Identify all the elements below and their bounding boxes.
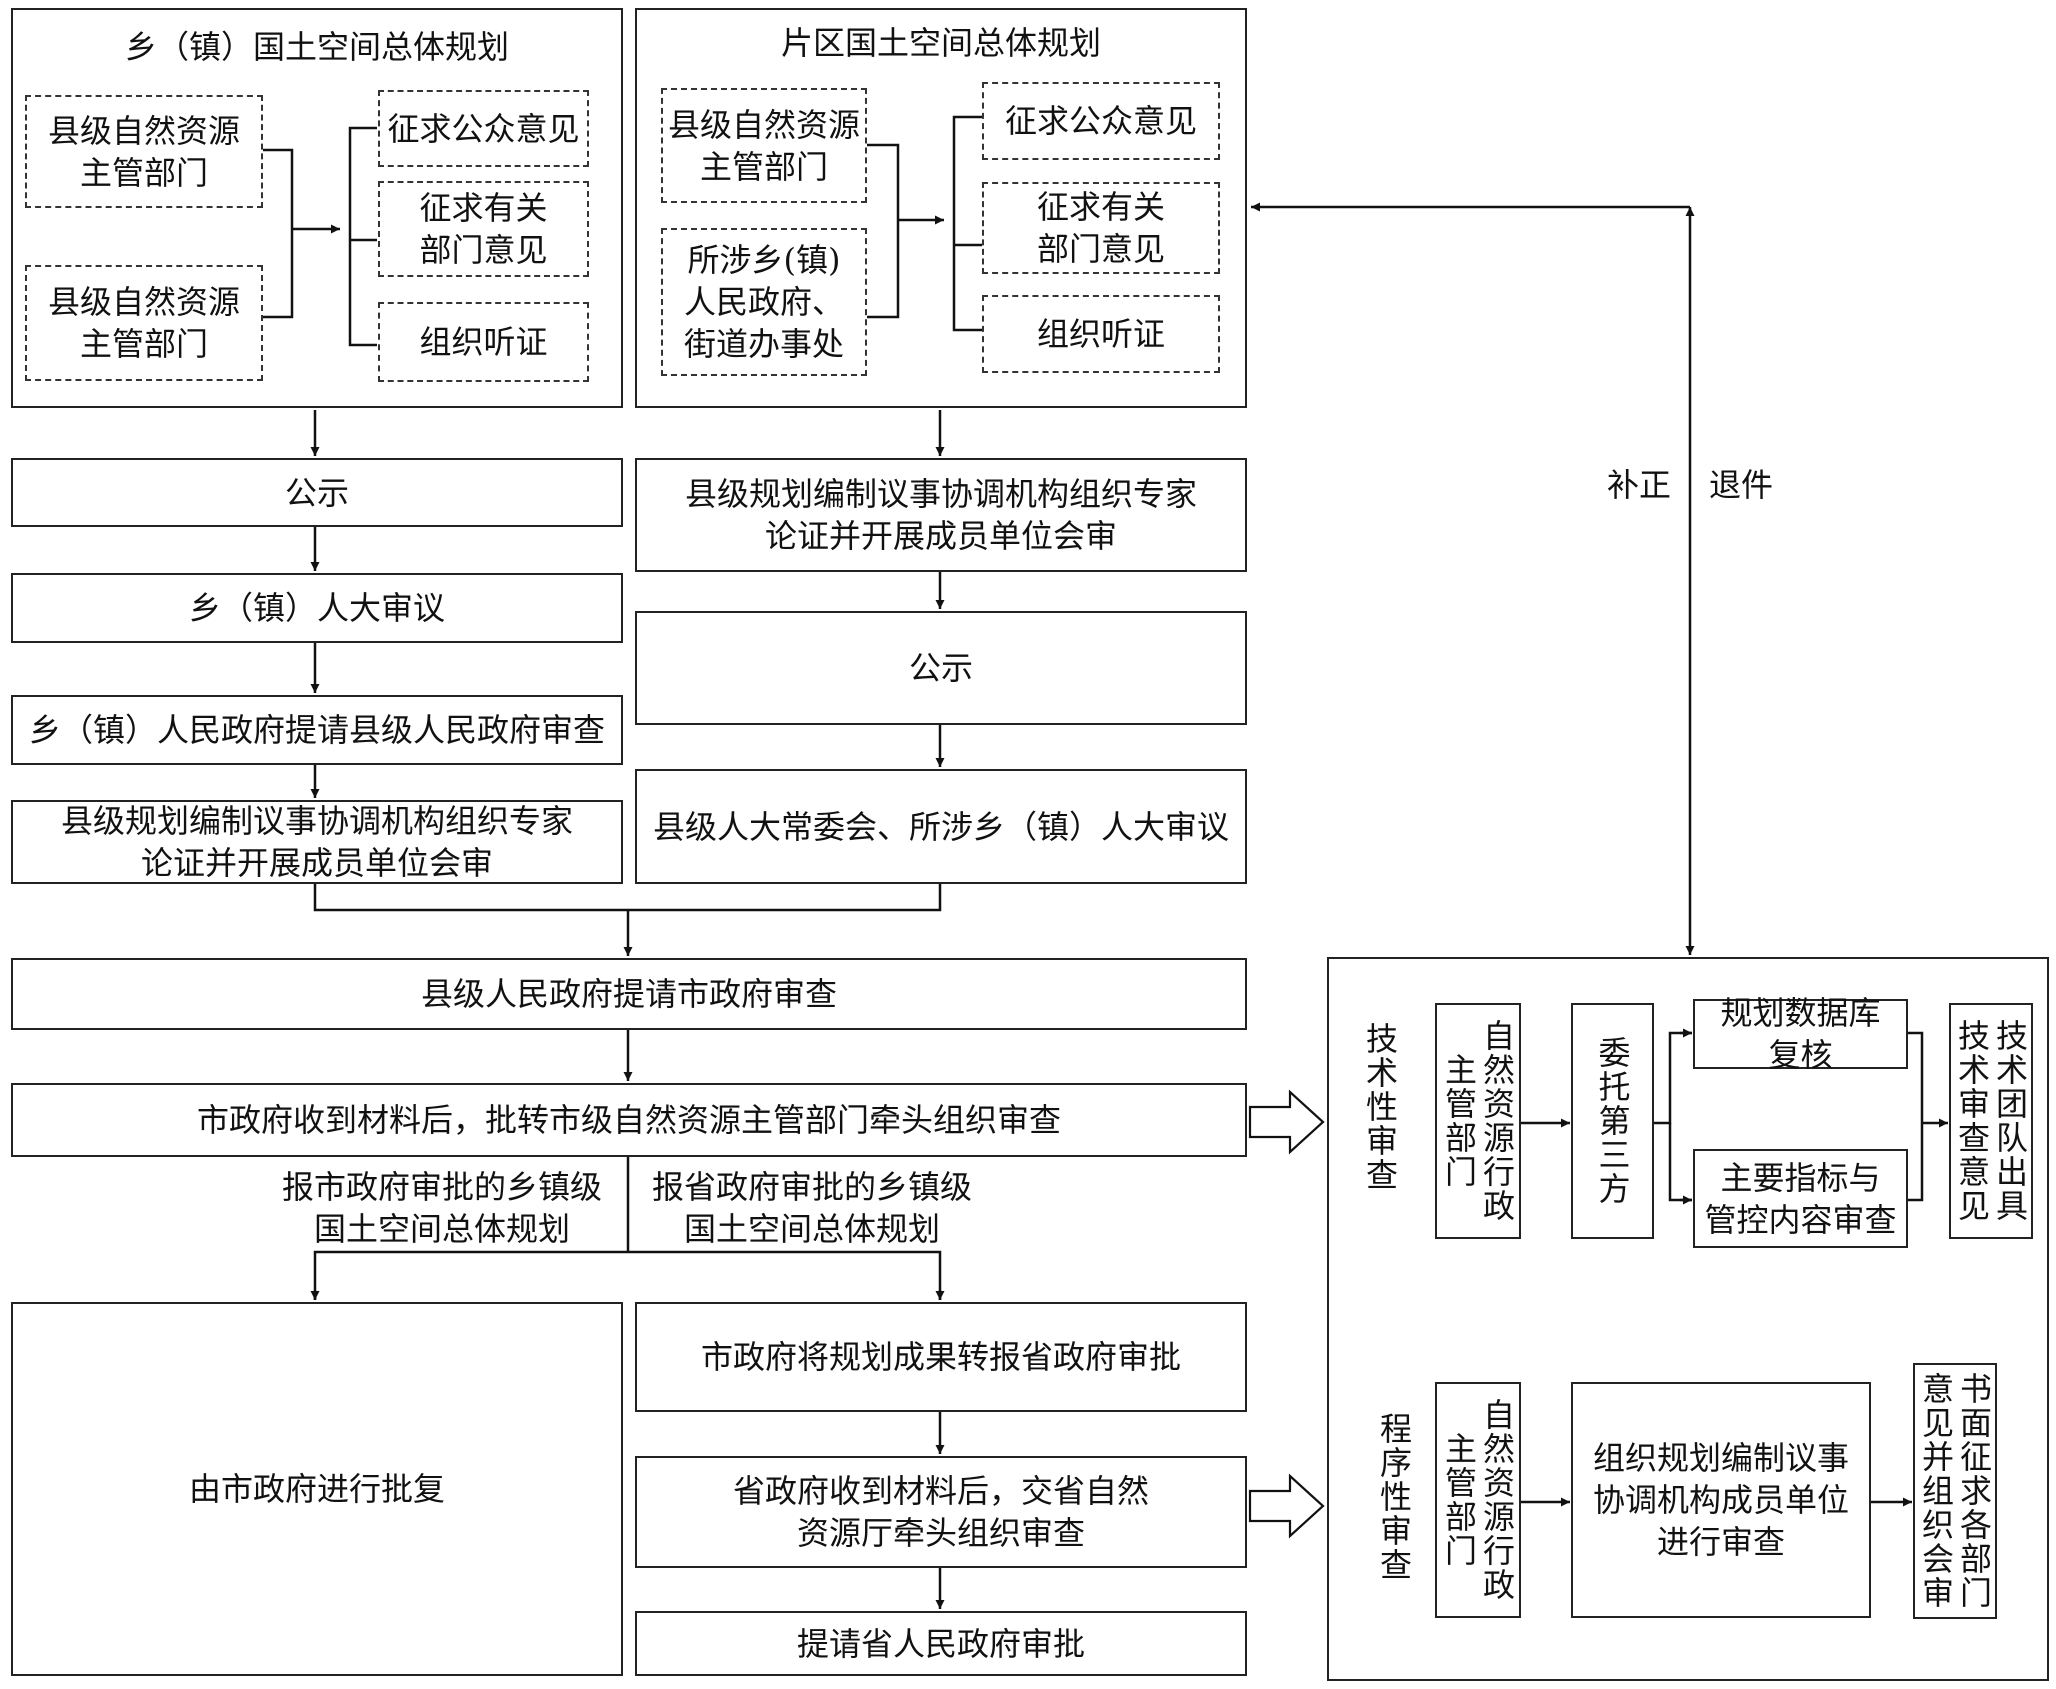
- hollow-arrow-proc: [1248, 1473, 1325, 1539]
- top-mid-group: [635, 8, 1247, 408]
- proc-review-label: 程序性审查: [1375, 1412, 1413, 1582]
- top-mid-opt-dept: 征求有关 部门意见: [982, 182, 1220, 274]
- province-step-review: 省政府收到材料后，交省自然 资源厅牵头组织审查: [635, 1456, 1247, 1568]
- top-left-opt-hearing: 组织听证: [378, 302, 589, 382]
- hollow-arrow-tech: [1248, 1089, 1325, 1155]
- tech-indicator-review: 主要指标与 管控内容审查: [1693, 1149, 1908, 1248]
- feedback-label-amend: 补正: [1606, 466, 1671, 504]
- top-left-group: [11, 8, 623, 408]
- top-mid-title: 片区国土空间总体规划: [780, 24, 1101, 62]
- top-mid-opt-public: 征求公众意见: [982, 82, 1220, 160]
- proc-dept: 自然资源行政主管部门: [1435, 1382, 1521, 1618]
- mid-step-congress: 县级人大常委会、所涉乡（镇）人大审议: [635, 769, 1247, 884]
- tech-result: 技术团队出具技术审查意见: [1949, 1003, 2033, 1239]
- left-step-congress: 乡（镇）人大审议: [11, 573, 623, 643]
- tech-review-label: 技术性审查: [1361, 1022, 1399, 1192]
- top-left-dept-a: 县级自然资源 主管部门: [25, 95, 263, 208]
- feedback-label-return: 退件: [1708, 466, 1773, 504]
- mid-step-publicity: 公示: [635, 611, 1247, 725]
- top-mid-dept-a: 县级自然资源 主管部门: [661, 88, 867, 203]
- top-left-opt-dept: 征求有关 部门意见: [378, 181, 589, 277]
- city-receive-materials: 市政府收到材料后，批转市级自然资源主管部门牵头组织审查: [11, 1083, 1247, 1157]
- branch-label-province: 报省政府审批的乡镇级 国土空间总体规划: [651, 1168, 972, 1248]
- proc-organize-review: 组织规划编制议事 协调机构成员单位 进行审查: [1571, 1382, 1871, 1618]
- top-left-opt-public: 征求公众意见: [378, 90, 589, 167]
- tech-dept: 自然资源行政主管部门: [1435, 1003, 1521, 1239]
- top-mid-dept-b: 所涉乡(镇) 人民政府、 街道办事处: [661, 228, 867, 376]
- top-mid-opt-hearing: 组织听证: [982, 295, 1220, 373]
- review-group: [1327, 957, 2049, 1681]
- top-left-title: 乡（镇）国土空间总体规划: [124, 28, 509, 66]
- tech-third-party: 委托第三方: [1571, 1003, 1654, 1239]
- top-left-dept-b: 县级自然资源 主管部门: [25, 265, 263, 381]
- branch-label-city: 报市政府审批的乡镇级 国土空间总体规划: [281, 1168, 602, 1248]
- county-submit-city: 县级人民政府提请市政府审查: [11, 958, 1247, 1030]
- tech-database-check: 规划数据库 复核: [1693, 994, 1908, 1074]
- province-step-forward: 市政府将规划成果转报省政府审批: [635, 1302, 1247, 1412]
- proc-result: 书面征求各部门意见并组织会审: [1913, 1363, 1997, 1619]
- city-approve: 由市政府进行批复: [11, 1302, 623, 1676]
- left-step-submit-county: 乡（镇）人民政府提请县级人民政府审查: [11, 695, 623, 765]
- left-step-expert-review: 县级规划编制议事协调机构组织专家 论证并开展成员单位会审: [11, 800, 623, 884]
- province-step-submit: 提请省人民政府审批: [635, 1611, 1247, 1676]
- mid-step-expert-review: 县级规划编制议事协调机构组织专家 论证并开展成员单位会审: [635, 458, 1247, 572]
- left-step-publicity: 公示: [11, 458, 623, 527]
